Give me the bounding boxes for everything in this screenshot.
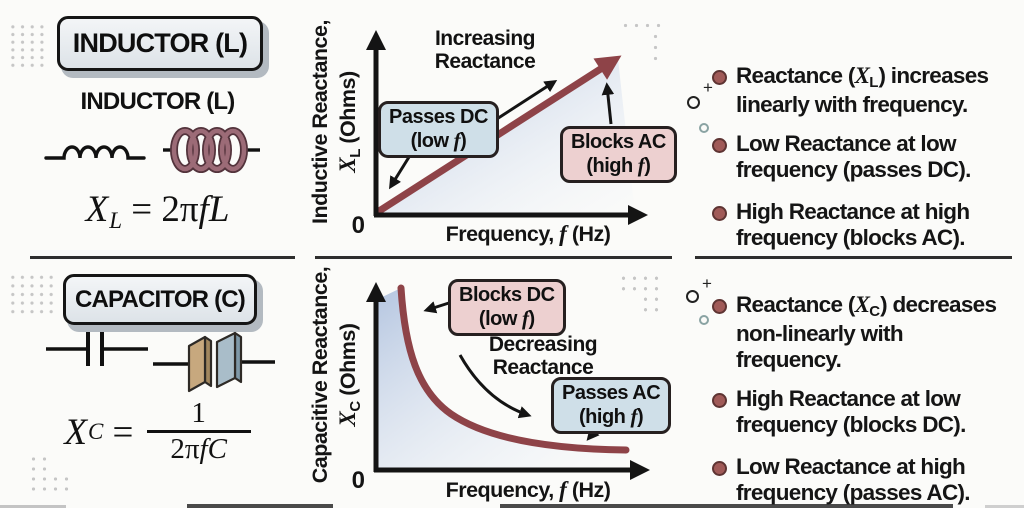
dot-grid-mid-right-b [640,294,662,315]
capacitor-bullet-list: Reactance (XC) decreases non-linearly wi… [712,292,1004,508]
y-axis-label-line2: XL (Ohms) [335,71,364,174]
capacitor-schematic-symbol [46,332,148,366]
divider-right [695,256,1012,259]
fraction-denominator: 2πfC [170,433,227,466]
reactance-curve [397,284,630,454]
circle-decoration [686,290,699,303]
callout-line2: (low f) [410,127,467,152]
formula-l: L [208,189,230,230]
small-circle-decoration [699,315,709,325]
circle-decoration [687,96,700,109]
inductor-bullet-list: Reactance (XL) increases linearly with f… [712,63,1004,254]
callout-line1: Blocks AC [571,131,666,153]
blocks-dc-callout: Blocks DC (low f) [448,279,566,337]
bullet-text: Low Reactance at low frequency (passes D… [736,130,971,183]
decreasing-arrow [458,354,532,419]
passes-dc-callout: Passes DC (low f) [378,101,499,159]
x-axis-label: Frequency, f (Hz) [446,221,611,246]
annotation-line2: Reactance [434,50,536,74]
passes-ac-callout: Passes AC (high f) [551,377,672,435]
list-item: Reactance (XL) increases linearly with f… [712,63,1004,118]
divider-left [30,256,295,259]
callout-line1: Passes DC [389,106,488,128]
callout-line2: (high f) [586,152,651,177]
fraction-bar [146,430,251,434]
decreasing-reactance-annotation: Decreasing Reactance [483,333,603,379]
bullet-dot [712,137,727,153]
bullet-dot [712,393,727,409]
inductor-formula: XL = 2πfL [30,188,285,234]
area-under-curve [376,288,626,470]
divider-middle [315,256,672,259]
inductor-coil-illustration [163,127,260,173]
origin-label: 0 [352,212,365,239]
formula-fraction: 1 2πfC [146,397,251,466]
list-item: Reactance (XC) decreases non-linearly wi… [712,292,1004,373]
list-item: Low Reactance at low frequency (passes D… [712,131,1004,186]
capacitor-plates-illustration [153,331,275,393]
callout-line2: (low f) [478,305,535,330]
small-circle-decoration [699,123,709,133]
origin-label: 0 [352,467,365,494]
callout-line1: Blocks DC [459,284,555,306]
callout-line1: Passes AC [562,382,661,404]
formula-var-x: X [64,411,87,453]
crop-mark-left [0,505,66,508]
increasing-reactance-annotation: Increasing Reactance [420,27,550,73]
x-axis-label: Frequency, f (Hz) [446,477,611,502]
bullet-text: High Reactance at high frequency (blocks… [736,198,970,251]
y-axis-label-line1: Inductive Reactance, [308,20,332,224]
bullet-dot [712,461,727,477]
den-2pi: 2π [170,433,200,466]
dot-grid-stair-b [28,474,72,494]
dot-grid-mid-right-a [618,273,662,294]
bullet-dot [712,299,727,314]
inductor-schematic-symbol [44,145,146,160]
y-axis-label-line2: XC (Ohms) [335,323,364,427]
blocks-dc-arrow [423,300,453,314]
bullet-text: Reactance (XL) increases linearly with f… [736,63,989,117]
bullet-dot [712,70,727,85]
inductor-badge-label: INDUCTOR (L) [72,28,248,58]
capacitor-badge-label: CAPACITOR (C) [74,285,246,313]
inductor-title: INDUCTOR (L) [80,88,236,115]
list-item: High Reactance at high frequency (blocks… [712,199,1004,254]
dot-grid-stair-a [28,454,50,474]
bullet-text: High Reactance at low frequency (blocks … [736,386,966,438]
capacitive-reactance-chart: 0 Frequency, f (Hz) Capacitive Reactance… [308,267,650,502]
formula-equals: = [103,411,143,453]
crop-mark-right [985,505,1024,508]
list-item: Low Reactance at high frequency (passes … [712,454,1004,508]
formula-equals-2pi: = 2π [121,189,199,230]
dot-grid-top-right-col [650,31,661,64]
formula-var-x: X [85,189,109,230]
bullet-text: Low Reactance at high frequency (passes … [736,454,971,506]
callout-line2: (high f) [579,403,644,428]
crop-mark-mid [187,504,333,508]
annotation-line2: Reactance [492,356,594,380]
crop-mark-wide [500,504,953,508]
blocks-ac-callout: Blocks AC (high f) [560,126,677,184]
y-axis-label-line1: Capacitive Reactance, [308,267,332,484]
bullet-dot [712,205,727,221]
inductor-badge: INDUCTOR (L) [57,16,263,71]
bullet-text: Reactance (XC) decreases non-linearly wi… [736,292,997,372]
capacitor-badge: CAPACITOR (C) [63,274,257,325]
den-f: f [199,433,208,466]
dot-grid-cap-left [8,273,56,316]
formula-sub-l: L [109,208,122,233]
annotation-line1: Decreasing [488,333,598,356]
plus-decoration: + [703,78,713,97]
fraction-numerator: 1 [191,397,206,429]
plus-decoration: + [702,274,712,293]
formula-sub-c: C [87,419,104,445]
den-c: C [207,433,227,466]
annotation-line1: Increasing [434,27,536,50]
formula-f: f [198,189,209,230]
dot-grid-top-right-row [620,20,664,31]
list-item: High Reactance at low frequency (blocks … [712,386,1004,441]
dot-grid-top-left [8,23,47,69]
blocks-ac-arrow [601,82,615,125]
